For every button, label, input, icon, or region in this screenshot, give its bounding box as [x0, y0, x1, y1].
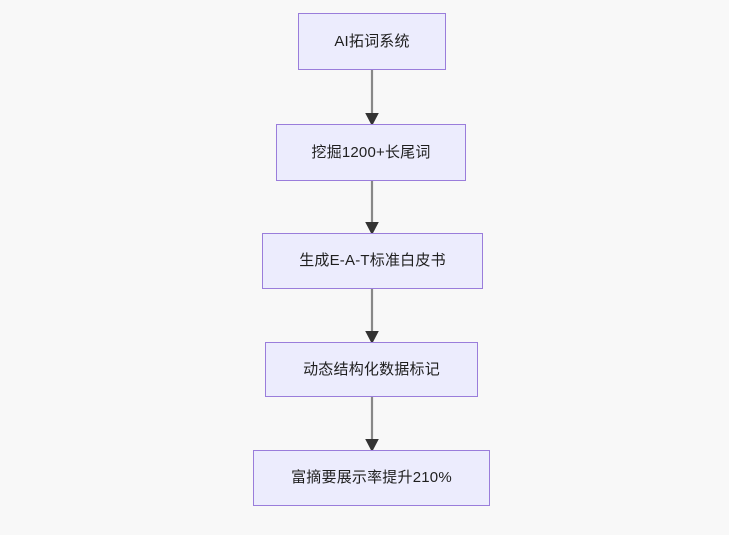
arrowhead-icon: [365, 113, 379, 126]
connector-node-1-to-node-2: [360, 68, 384, 128]
flowchart-node-label: 挖掘1200+长尾词: [311, 143, 431, 161]
connector-node-4-to-node-5: [360, 395, 384, 454]
flowchart-node-label: 动态结构化数据标记: [303, 360, 440, 378]
arrowhead-icon: [365, 439, 379, 452]
arrowhead-icon: [365, 222, 379, 235]
flowchart-node-generate-eat-whitepaper[interactable]: 生成E-A-T标准白皮书: [262, 233, 483, 289]
flowchart-node-dynamic-structured-data-markup[interactable]: 动态结构化数据标记: [265, 342, 478, 397]
arrowhead-icon: [365, 331, 379, 344]
flowchart-node-label: AI拓词系统: [334, 32, 410, 50]
connector-node-3-to-node-4: [360, 287, 384, 346]
flowchart-node-label: 生成E-A-T标准白皮书: [299, 252, 446, 269]
flowchart-node-rich-snippet-impression-lift[interactable]: 富摘要展示率提升210%: [253, 450, 490, 506]
flowchart-node-label: 富摘要展示率提升210%: [291, 469, 452, 486]
flowchart-node-ai-keyword-system[interactable]: AI拓词系统: [298, 13, 446, 70]
flowchart-node-mine-longtail-keywords[interactable]: 挖掘1200+长尾词: [276, 124, 466, 181]
connector-node-2-to-node-3: [360, 179, 384, 237]
